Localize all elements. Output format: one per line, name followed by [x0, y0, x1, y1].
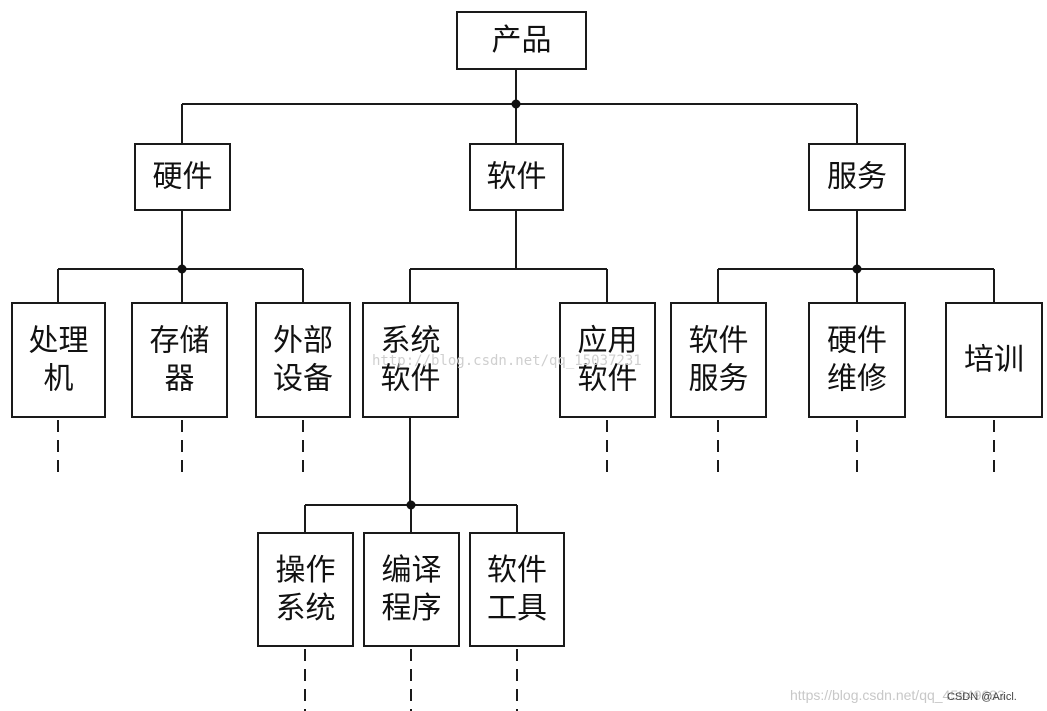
node-product: 产品 [456, 11, 587, 70]
node-box [257, 532, 354, 647]
node-label-line: 硬件 [827, 324, 887, 359]
node-label-line: 工具 [487, 591, 547, 626]
node-label-line: 软件 [381, 362, 441, 397]
node-box [808, 143, 906, 211]
node-label-line: 产品 [492, 23, 552, 58]
node-label-line: 服务 [689, 362, 749, 397]
junction-product [511, 99, 521, 109]
node-label-line: 培训 [964, 343, 1024, 378]
node-label-line: 机 [44, 362, 74, 397]
node-box [808, 302, 906, 418]
connector-lines [57, 69, 995, 533]
node-services: 服务 [808, 143, 906, 211]
node-box [131, 302, 228, 418]
node-box [362, 302, 459, 418]
junction-services [852, 264, 862, 274]
node-label-line: 应用 [578, 324, 638, 359]
node-label-line: 器 [165, 362, 195, 397]
node-box [11, 302, 106, 418]
watermark-corner: https://blog.csdn.net/qq_45949633 [790, 687, 1005, 703]
junction-dots [177, 99, 862, 510]
node-label-line: 操作 [276, 553, 336, 588]
continuation-lines [57, 420, 995, 711]
node-label-line: 程序 [382, 591, 442, 626]
node-label-line: 处理 [29, 324, 89, 359]
node-box [945, 302, 1043, 418]
node-label-line: 外部 [273, 324, 333, 359]
node-software: 软件 [469, 143, 564, 211]
node-label-line: 系统 [276, 591, 336, 626]
node-label-line: 软件 [487, 553, 547, 588]
node-boxes: 产品硬件软件服务处理机存储器外部设备系统软件应用软件软件服务硬件维修培训操作系统… [11, 11, 1043, 647]
node-box [559, 302, 656, 418]
node-box [670, 302, 767, 418]
node-box [363, 532, 460, 647]
node-training: 培训 [945, 302, 1043, 418]
node-box [255, 302, 351, 418]
node-hardware: 硬件 [134, 143, 231, 211]
node-label-line: 编译 [382, 553, 442, 588]
watermark-corner-label: CSDN @Aricl. [947, 691, 1017, 703]
node-label-line: 软件 [487, 160, 547, 195]
node-label-line: 存储 [150, 324, 210, 359]
node-label-line: 软件 [578, 362, 638, 397]
node-storage: 存储器 [131, 302, 228, 418]
node-label-line: 设备 [273, 362, 333, 397]
node-label-line: 系统 [381, 324, 441, 359]
node-processor: 处理机 [11, 302, 106, 418]
node-label-line: 服务 [827, 160, 887, 195]
node-box [469, 143, 564, 211]
watermark-center: http://blog.csdn.net/qq_15037231 [372, 353, 642, 369]
node-box [134, 143, 231, 211]
node-box [469, 532, 565, 647]
node-label-line: 软件 [689, 324, 749, 359]
node-box [456, 11, 587, 70]
node-label-line: 维修 [827, 362, 887, 397]
junction-system-software [406, 500, 416, 510]
node-label-line: 硬件 [153, 160, 213, 195]
junction-hardware [177, 264, 187, 274]
